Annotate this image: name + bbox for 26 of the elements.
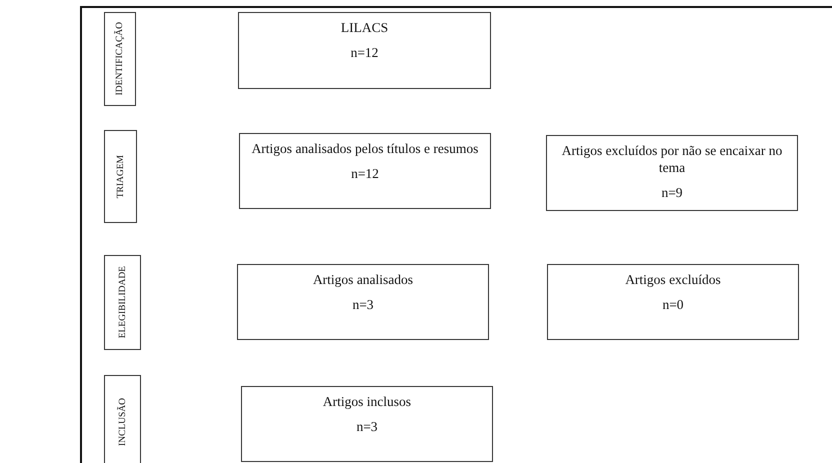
box-heading: Artigos excluídos	[625, 271, 721, 288]
phase-label: IDENTIFICAÇÃO	[115, 22, 125, 96]
phase-label: TRIAGEM	[116, 154, 126, 198]
process-box	[546, 135, 798, 211]
box-heading: Artigos analisados	[312, 271, 414, 288]
count-text: n=0	[662, 296, 684, 313]
process-box	[241, 386, 493, 462]
box-heading: LILACS	[340, 19, 388, 36]
box-heading: Artigos excluídos por não se encaixar no tema	[560, 142, 784, 176]
process-box	[237, 264, 489, 340]
process-box	[238, 12, 491, 89]
phase-label-box	[104, 130, 137, 223]
box-heading: Artigos analisados pelos títulos e resumos	[252, 140, 478, 157]
count-text: n=12	[350, 44, 378, 61]
box-heading: Artigos inclusos	[322, 393, 412, 410]
phase-label-box	[104, 375, 141, 463]
phase-label: INCLUSÃO	[118, 398, 128, 447]
phase-label-box	[104, 12, 136, 106]
process-box	[239, 133, 491, 209]
phase-label: ELEGIBILIDADE	[118, 266, 128, 339]
count-text: n=12	[351, 165, 379, 182]
count-text: n=3	[356, 418, 378, 435]
count-text: n=9	[661, 184, 683, 201]
count-text: n=3	[352, 296, 374, 313]
process-box	[547, 264, 799, 340]
phase-label-box	[104, 255, 141, 350]
